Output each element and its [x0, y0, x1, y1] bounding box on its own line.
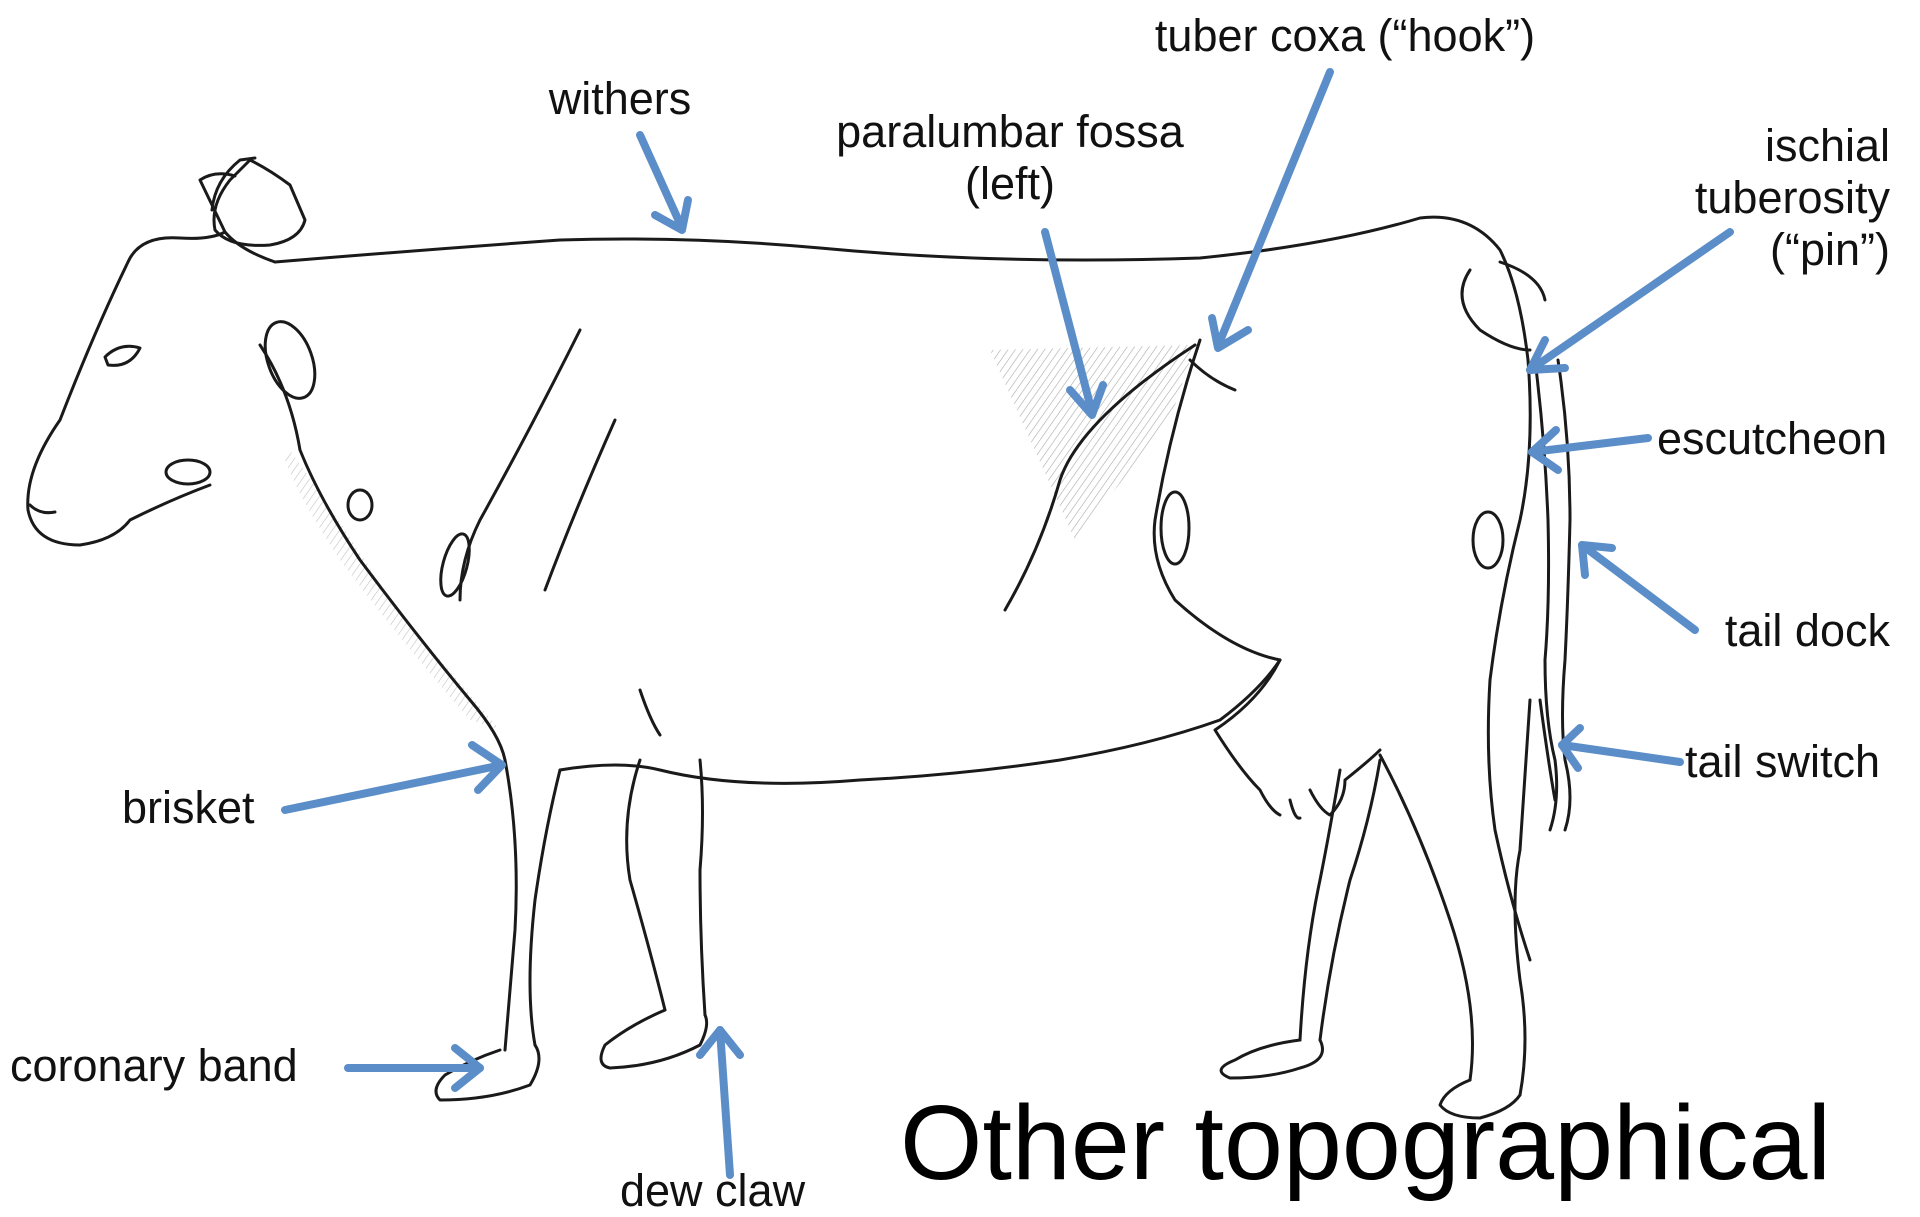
arrow-dew-claw: [700, 1030, 740, 1175]
label-withers: withers: [505, 73, 735, 125]
label-tail-switch: tail switch: [1685, 736, 1880, 788]
cow-outline: [28, 158, 1570, 1118]
neck-shading: [285, 450, 500, 730]
arrow-brisket: [285, 745, 502, 810]
arrow-tail-switch: [1562, 728, 1680, 768]
label-ischial-tuberosity: ischial tuberosity (“pin”): [1600, 120, 1890, 277]
label-dew-claw: dew claw: [620, 1165, 805, 1217]
label-ischial-line-3: (“pin”): [1600, 224, 1890, 276]
arrow-coronary-band: [348, 1048, 480, 1088]
paralumbar-fossa-shading: [990, 345, 1195, 540]
label-coronary-band: coronary band: [10, 1040, 298, 1092]
arrow-tuber-coxa: [1212, 72, 1330, 348]
arrow-withers: [640, 135, 688, 230]
label-ischial-line-2: tuberosity: [1600, 172, 1890, 224]
label-paralumbar-line-2: (left): [820, 158, 1200, 210]
label-paralumbar-fossa: paralumbar fossa (left): [820, 106, 1200, 210]
arrow-escutcheon: [1532, 430, 1648, 470]
label-ischial-line-1: ischial: [1600, 120, 1890, 172]
diagram-title: Other topographical: [900, 1090, 1831, 1196]
label-tail-dock: tail dock: [1650, 605, 1890, 657]
label-brisket: brisket: [122, 782, 255, 834]
label-escutcheon: escutcheon: [1657, 413, 1887, 465]
label-paralumbar-line-1: paralumbar fossa: [820, 106, 1200, 158]
arrows: [285, 72, 1730, 1175]
label-tuber-coxa: tuber coxa (“hook”): [1125, 10, 1565, 62]
